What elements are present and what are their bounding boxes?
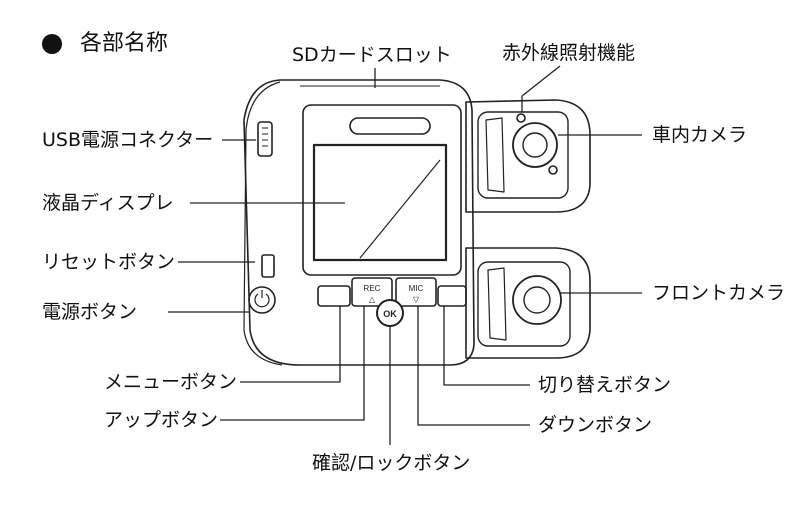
reset-slot <box>261 254 275 278</box>
device-body <box>243 79 475 366</box>
label-power: 電源ボタン <box>42 301 138 323</box>
screen-bezel <box>302 104 462 276</box>
switch-key <box>437 285 467 307</box>
interior-camera-housing <box>465 99 591 213</box>
usb-port <box>257 121 273 157</box>
label-sd-slot: SDカードスロット <box>292 44 452 66</box>
section-heading: 各部名称 <box>42 30 168 58</box>
front-camera-housing <box>465 247 591 359</box>
label-lcd: 液晶ディスプレ <box>42 192 174 214</box>
front-lens-inner <box>523 286 551 314</box>
label-front-camera: フロントカメラ <box>652 282 786 304</box>
interior-lens-inner <box>522 132 548 158</box>
leader-switch <box>443 306 530 386</box>
leader-up <box>220 306 365 421</box>
label-reset: リセットボタン <box>42 251 176 273</box>
label-interior-camera: 車内カメラ <box>652 124 748 146</box>
label-switch: 切り替えボタン <box>538 374 672 396</box>
ir-led <box>516 113 526 123</box>
front-lens-outer <box>512 275 562 325</box>
label-infrared: 赤外線照射機能 <box>502 42 636 64</box>
mic-key-label: MIC <box>409 284 424 293</box>
rec-key-label: REC <box>364 284 381 293</box>
heading-text: 各部名称 <box>80 31 169 56</box>
leader-menu <box>240 306 341 383</box>
power-button-shape <box>248 286 276 314</box>
interior-lens-outer <box>512 122 558 168</box>
bullet-dot <box>42 34 62 54</box>
mic-key <box>395 277 437 307</box>
lcd-glare <box>359 159 441 259</box>
label-up: アップボタン <box>104 409 219 431</box>
label-usb: USB電源コネクター <box>42 129 214 151</box>
ok-key-label: OK <box>383 309 397 319</box>
up-arrow: △ <box>369 295 376 304</box>
down-arrow: ▽ <box>413 295 420 304</box>
leader-down <box>417 306 530 426</box>
label-down: ダウンボタン <box>538 414 653 436</box>
label-menu: メニューボタン <box>104 371 238 393</box>
device-side <box>243 81 283 366</box>
leader-ir <box>521 65 561 112</box>
ir-strip <box>349 117 431 135</box>
rec-key <box>351 277 393 307</box>
label-confirm-lock: 確認/ロックボタン <box>312 452 471 474</box>
menu-key <box>317 285 351 307</box>
